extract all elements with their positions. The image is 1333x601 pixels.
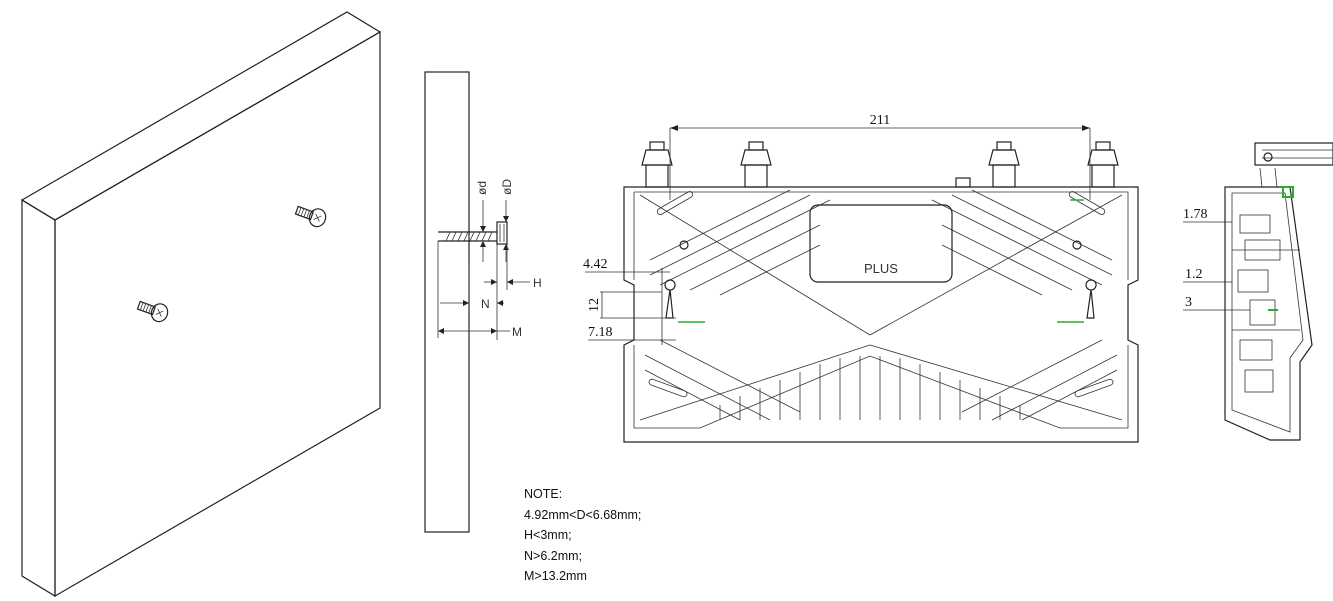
wall-side-view: ød øD H N M (424, 71, 542, 533)
antenna-2 (740, 141, 772, 188)
dim-side-12: 1.2 (1185, 267, 1203, 282)
note-title: NOTE: (524, 487, 563, 501)
note-line-m: M>13.2mm (524, 569, 587, 583)
label-n: N (481, 297, 490, 311)
keyhole-right (1085, 279, 1097, 319)
label-big-d: øD (500, 179, 514, 195)
dim-side-3: 3 (1185, 295, 1192, 310)
dim-side-178: 1.78 (1183, 207, 1208, 222)
antenna-4 (1087, 141, 1119, 188)
label-h: H (533, 276, 542, 290)
router-brand-label: PLUS (864, 261, 898, 276)
router-side-view: 1.78 1.2 3 (1183, 142, 1333, 441)
note-block: NOTE: 4.92mm<D<6.68mm; H<3mm; N>6.2mm; M… (524, 484, 641, 587)
label-small-d: ød (475, 181, 489, 195)
antenna-1 (641, 141, 673, 188)
label-m: M (512, 325, 522, 339)
dim-718: 7.18 (588, 325, 613, 340)
note-line-h: H<3mm; (524, 528, 572, 542)
router-bottom-view: PLUS 211 4.42 12 7.18 (583, 113, 1139, 443)
wall-board (20, 11, 382, 598)
note-line-d: 4.92mm<D<6.68mm; (524, 507, 642, 522)
screw-lower (136, 300, 169, 323)
note-line-n: N>6.2mm; (524, 548, 583, 563)
dim-width: 211 (870, 113, 890, 128)
antenna-3 (988, 141, 1020, 188)
dim-442: 4.42 (583, 257, 608, 272)
dim-12: 12 (587, 298, 602, 312)
keyhole-left (664, 279, 676, 319)
screw-upper (294, 205, 327, 228)
